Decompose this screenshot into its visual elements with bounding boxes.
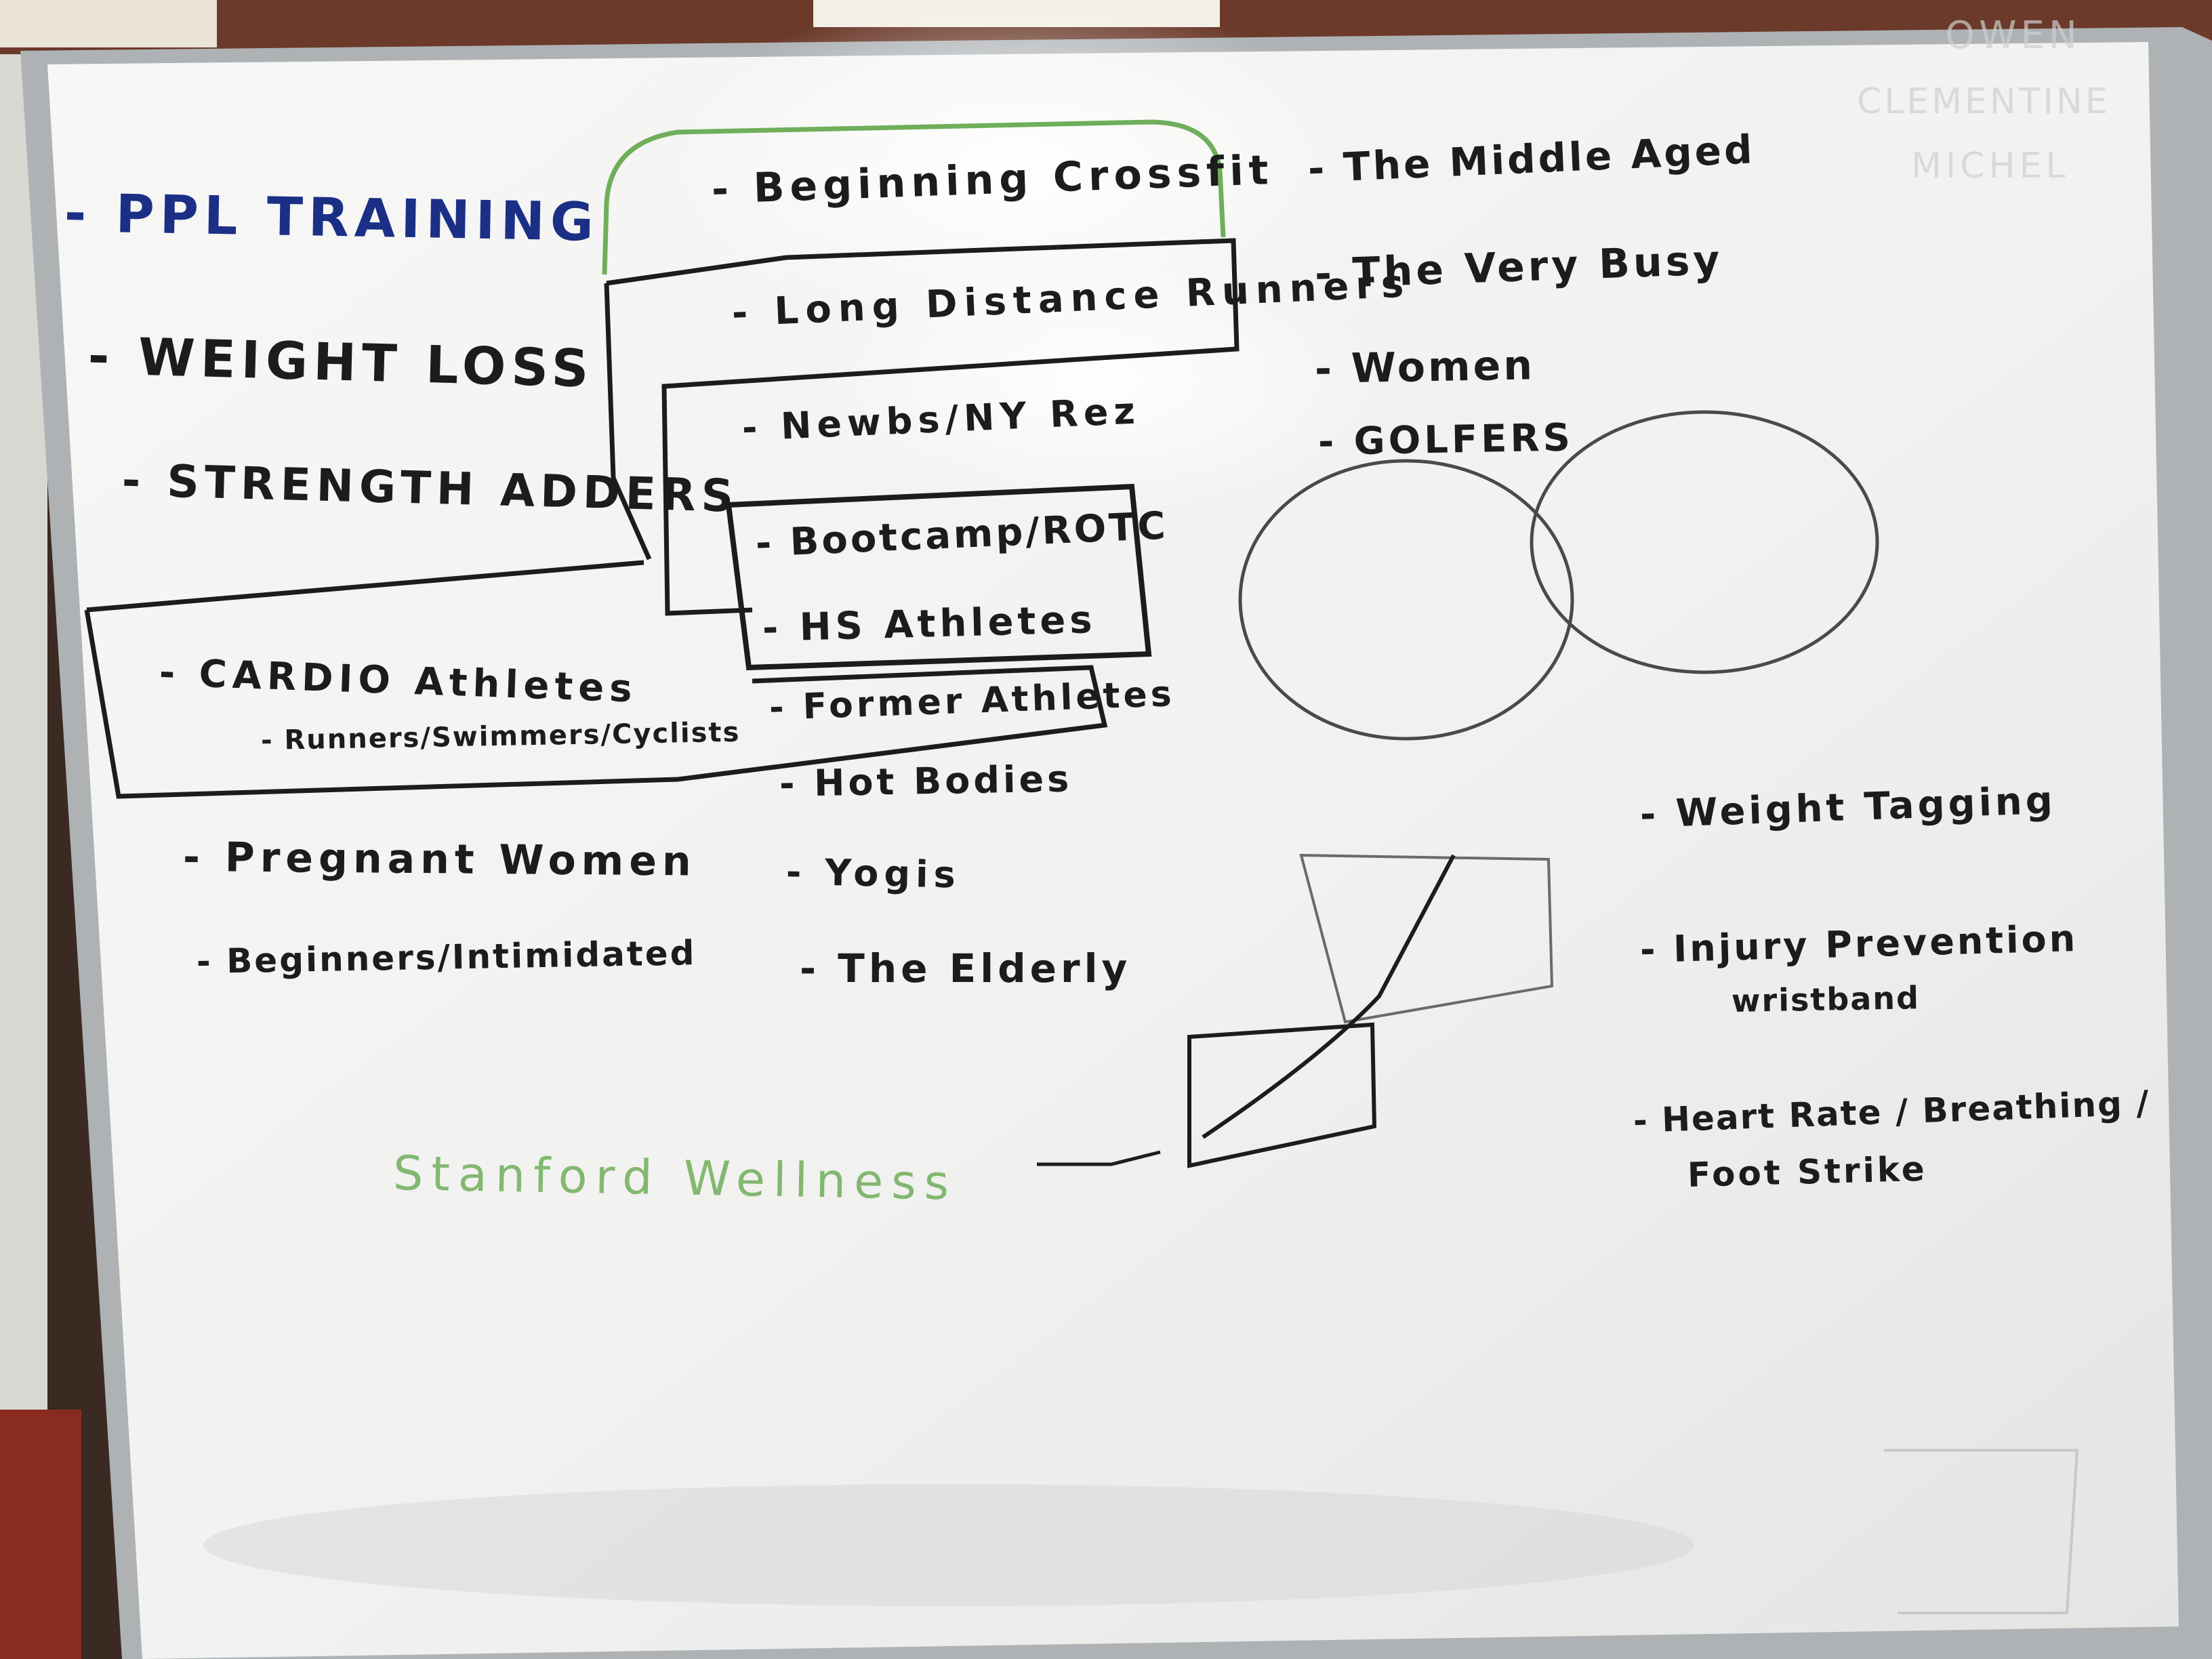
bootcamp-box xyxy=(725,483,1152,671)
right-item-golfers: - GOLFERS xyxy=(1317,415,1574,464)
corner-name-michel: MICHEL xyxy=(1911,146,2070,186)
left-item-ppl-training: - PPL TRAINING xyxy=(64,183,600,253)
runners-box xyxy=(606,238,1240,616)
corner-name-clementine: CLEMENTINE xyxy=(1857,81,2110,122)
middle-item-hot-bodies: - Hot Bodies xyxy=(779,757,1073,805)
product-item-foot-strike: Foot Strike xyxy=(1687,1149,1928,1195)
cardio-box xyxy=(84,560,1108,799)
corner-name-owen: OWEN xyxy=(1945,14,2081,58)
right-item-women: - Women xyxy=(1314,342,1536,393)
wristband-sketch-top xyxy=(1299,853,1554,1024)
product-item-wristband: wristband xyxy=(1731,979,1921,1019)
middle-item-hs-athletes: - HS Athletes xyxy=(762,598,1097,651)
whiteboard-surface xyxy=(47,42,2179,1659)
middle-item-yogis: - Yogis xyxy=(785,851,962,897)
venn-circle-right xyxy=(1530,410,1879,674)
wristband-sketch-bottom xyxy=(1187,1022,1377,1168)
venn-circle-left xyxy=(1238,459,1574,741)
middle-item-elderly: - The Elderly xyxy=(800,945,1132,991)
stanford-wellness-signature: Stanford Wellness xyxy=(392,1145,958,1211)
green-bracket xyxy=(602,119,1226,275)
left-item-pregnant-women: - Pregnant Women xyxy=(182,834,697,886)
